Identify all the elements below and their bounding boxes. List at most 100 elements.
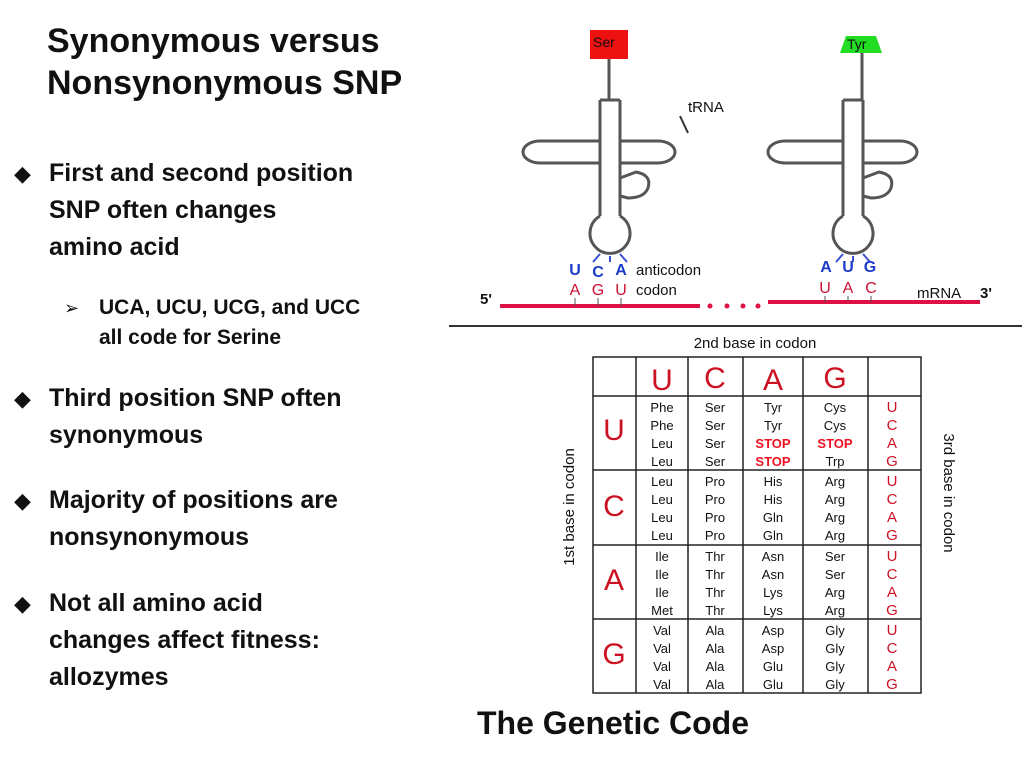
amino-acid: Gly [825,659,845,674]
amino-acid: Pro [705,510,725,525]
amino-acid: Cys [824,400,847,415]
first-base-header: C [603,490,625,523]
amino-acid: Val [653,677,671,692]
amino-acid: Trp [825,454,844,469]
amino-acid: Thr [705,567,725,582]
amino-acid: Val [653,641,671,656]
five-prime-label: 5' [480,291,492,308]
amino-acid: Lys [763,585,783,600]
amino-acid: Arg [825,510,845,525]
arrow-bullet-icon: ➢ [64,298,80,318]
third-base-label: 3rd base in codon [940,433,957,552]
table-border [592,356,922,694]
amino-acid: His [764,492,783,507]
tyrosine-label: Tyr [847,36,867,52]
amino-acid: Ser [825,549,846,564]
variable-loop [619,170,651,200]
codon-cells: PhePheLeuLeuSerSerSerSerTyrTyrSTOPSTOPCy… [650,400,852,692]
bullet-line: Not all amino acid [49,589,263,617]
stop-codon: STOP [755,454,790,469]
anticodon-base: A [820,259,832,276]
bullet-line: amino acid [49,233,180,261]
amino-acid: Gly [825,677,845,692]
amino-acid: Gly [825,623,845,638]
amino-acid: Ile [655,567,669,582]
amino-acid: Gln [763,510,783,525]
amino-acid: Val [653,659,671,674]
first-base-header: U [603,414,625,447]
amino-acid: Ser [825,567,846,582]
amino-acid: Phe [650,418,673,433]
second-base-header: G [823,362,846,395]
amino-acid: Leu [651,474,673,489]
serine-box [590,30,628,59]
bullet-line: synonymous [49,421,204,449]
third-base-letter: G [886,527,898,544]
t-loop [657,139,677,165]
third-base-letter: C [887,640,898,657]
amino-acid: Thr [705,603,725,618]
third-base-letter: A [887,509,897,526]
amino-acid: Glu [763,677,783,692]
title-line: Nonsynonymous SNP [47,64,403,102]
amino-acid: Ser [705,436,726,451]
amino-acid: Ile [655,549,669,564]
amino-acid: Ser [705,454,726,469]
second-base-header: U [651,364,673,397]
amino-acid: Thr [705,549,725,564]
diamond-bullet-icon: ◆ [14,386,31,411]
third-base-letter: G [886,676,898,693]
third-base-letter: C [887,417,898,434]
second-base-label: 2nd base in codon [694,335,817,352]
amino-acid: Tyr [764,400,783,415]
third-base-letter: C [887,491,898,508]
serine-label: Ser [593,34,615,50]
amino-acid: Phe [650,400,673,415]
amino-acid: Lys [763,603,783,618]
trna-pointer [679,115,689,134]
third-base-letter: A [887,435,897,452]
amino-acid: Leu [651,492,673,507]
amino-acid: Gly [825,641,845,656]
trna-label: tRNA [688,99,724,116]
first-base-label: 1st base in codon [561,448,578,566]
stop-codon: STOP [817,436,852,451]
amino-acid: Glu [763,659,783,674]
third-base-letter: A [887,584,897,601]
codon-label: codon [636,282,677,299]
amino-acid: Gln [763,528,783,543]
amino-acid: Asp [762,641,784,656]
anticodon-base: U [569,262,581,279]
anticodon-base: A [615,262,627,279]
third-base-letter: G [886,453,898,470]
tyrosine-box [840,36,882,53]
amino-acid: Arg [825,585,845,600]
anticodon-base: U [842,259,854,276]
amino-acid: Leu [651,510,673,525]
codon-base: U [615,282,627,299]
three-prime-label: 3' [980,285,992,302]
third-base-letter: C [887,566,898,583]
first-base-header: A [604,564,624,597]
amino-acid: Ser [705,418,726,433]
amino-acid: Leu [651,528,673,543]
amino-acid: Thr [705,585,725,600]
amino-acid: Arg [825,528,845,543]
third-base-letter: U [887,548,898,565]
codon-base: A [843,280,854,297]
bullet-line: SNP often changes [49,196,277,224]
amino-acid: Pro [705,528,725,543]
codon-base: U [819,280,831,297]
anticodon-base: G [864,259,876,276]
amino-acid: Ile [655,585,669,600]
amino-acid: Pro [705,492,725,507]
sub-bullet-line: all code for Serine [99,326,282,349]
third-base-letter: A [887,658,897,675]
amino-acid: Pro [705,474,725,489]
amino-acid: Met [651,603,673,618]
codon-base: A [570,282,581,299]
amino-acid: Tyr [764,418,783,433]
amino-acid: Arg [825,492,845,507]
diamond-bullet-icon: ◆ [14,591,31,616]
